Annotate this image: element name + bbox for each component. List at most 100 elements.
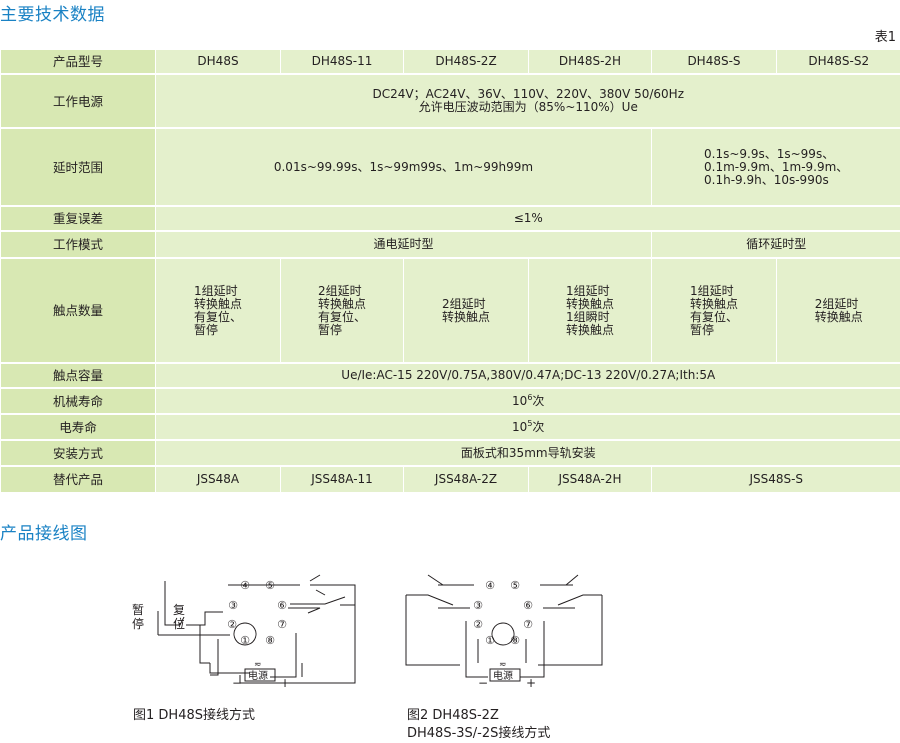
contacts-line: 2组延时: [318, 285, 366, 298]
row-label: 安装方式: [1, 440, 156, 466]
pin-label: ③: [473, 599, 483, 612]
contacts-cell: 1组延时 转换触点 有复位、 暂停: [652, 258, 777, 363]
row-contacts: 触点数量 1组延时 转换触点 有复位、 暂停 2组延时 转换触点 有复位、 暂停…: [1, 258, 900, 363]
pin-label: ⑤: [265, 579, 275, 592]
contacts-cell: 2组延时 转换触点 有复位、 暂停: [281, 258, 404, 363]
contacts-line: 转换触点: [815, 311, 863, 324]
contacts-line: 暂停: [194, 324, 242, 337]
ac-dc-symbol: ≂: [499, 660, 507, 670]
delay-line: 0.1h-9.9h、10s-990s: [704, 174, 900, 187]
contacts-line: 2组延时: [815, 298, 863, 311]
replace-cell: JSS48A-11: [281, 466, 404, 492]
caption-line: DH48S-3S/-2S接线方式: [407, 725, 550, 743]
life-unit: 次: [532, 420, 544, 434]
delay-line: 0.1m-9.9m、1m-9.9m、: [704, 161, 900, 174]
mode-cell: 循环延时型: [652, 231, 900, 258]
row-mode: 工作模式 通电延时型 循环延时型: [1, 231, 900, 258]
contacts-line: 有复位、: [318, 311, 366, 324]
contacts-line: 1组延时: [194, 285, 242, 298]
pin-label: ⑥: [523, 599, 533, 612]
row-delay: 延时范围 0.01s~99.99s、1s~99m99s、1m~99h99m 0.…: [1, 128, 900, 206]
elec-life-cell: 105次: [156, 414, 900, 440]
row-label: 电寿命: [1, 414, 156, 440]
contacts-line: 转换触点: [566, 298, 614, 311]
pin-label: ④: [240, 579, 250, 592]
pause-char: 暂: [132, 603, 144, 617]
row-label: 工作电源: [1, 74, 156, 128]
pin-label: ①: [240, 634, 250, 647]
row-elec-life: 电寿命 105次: [1, 414, 900, 440]
plus-label: +: [526, 676, 536, 690]
specs-heading: 主要技术数据: [0, 0, 105, 25]
row-power: 工作电源 DC24V；AC24V、36V、110V、220V、380V 50/6…: [1, 74, 900, 128]
contacts-line: 1组瞬时: [566, 311, 614, 324]
contacts-line: 1组延时: [690, 285, 738, 298]
replace-cell: JSS48S-S: [652, 466, 900, 492]
life-base: 10: [512, 394, 527, 408]
row-repeat-error: 重复误差 ≤1%: [1, 206, 900, 231]
pin-label: ⑦: [277, 618, 287, 631]
spec-table: 产品型号 DH48S DH48S-11 DH48S-2Z DH48S-2H DH…: [0, 48, 900, 492]
plus-label: +: [280, 676, 290, 690]
model-cell: DH48S-11: [281, 49, 404, 74]
ac-dc-symbol: ≂: [254, 660, 262, 670]
wiring-heading: 产品接线图: [0, 519, 88, 544]
life-unit: 次: [532, 394, 544, 408]
wiring-diagram-2: ④ ⑤ ③ ⑥ ② ⑦ ① ⑧ 电源 − + ≂: [398, 565, 618, 695]
supply-label: 电源: [248, 669, 268, 682]
diagram-1-caption: 图1 DH48S接线方式: [133, 707, 255, 725]
reset-char: 位: [173, 616, 185, 631]
row-label: 替代产品: [1, 466, 156, 492]
contacts-line: 转换触点: [690, 298, 738, 311]
contacts-line: 1组延时: [566, 285, 614, 298]
pin-label: ⑥: [277, 599, 287, 612]
contacts-line: 转换触点: [194, 298, 242, 311]
install-cell: 面板式和35mm导轨安装: [156, 440, 900, 466]
contacts-line: 转换触点: [442, 311, 490, 324]
diagram-2-caption: 图2 DH48S-2Z DH48S-3S/-2S接线方式: [407, 707, 550, 743]
row-label: 触点数量: [1, 258, 156, 363]
pin-label: ③: [228, 599, 238, 612]
contacts-line: 转换触点: [318, 298, 366, 311]
mech-life-cell: 106次: [156, 388, 900, 414]
pin-label: ⑦: [523, 618, 533, 631]
contacts-line: 有复位、: [690, 311, 738, 324]
pin-label: ④: [485, 579, 495, 592]
wiring-diagram-1: ④ ⑤ ③ ⑥ ② ⑦ ① ⑧ 暂 停 复 位 电源 − + ≂: [120, 565, 370, 695]
pin-label: ⑧: [265, 634, 275, 647]
row-label: 产品型号: [1, 49, 156, 74]
power-line: 允许电压波动范围为（85%~110%）Ue: [156, 101, 900, 114]
pin-label: ②: [227, 618, 237, 631]
replace-cell: JSS48A-2Z: [404, 466, 529, 492]
replace-cell: JSS48A-2H: [529, 466, 652, 492]
contacts-cell: 2组延时 转换触点: [404, 258, 529, 363]
replace-cell: JSS48A: [156, 466, 281, 492]
pin-label: ②: [473, 618, 483, 631]
model-cell: DH48S-2Z: [404, 49, 529, 74]
model-cell: DH48S-2H: [529, 49, 652, 74]
contacts-cell: 1组延时 转换触点 有复位、 暂停: [156, 258, 281, 363]
row-label: 机械寿命: [1, 388, 156, 414]
contacts-line: 暂停: [690, 324, 738, 337]
contacts-line: 2组延时: [442, 298, 490, 311]
contacts-line: 暂停: [318, 324, 366, 337]
delay-cell: 0.01s~99.99s、1s~99m99s、1m~99h99m: [156, 128, 652, 206]
capacity-cell: Ue/Ie:AC-15 220V/0.75A,380V/0.47A;DC-13 …: [156, 363, 900, 388]
row-label: 触点容量: [1, 363, 156, 388]
pause-char: 停: [132, 616, 144, 631]
supply-label: 电源: [493, 669, 513, 682]
row-label: 重复误差: [1, 206, 156, 231]
caption-line: 图2 DH48S-2Z: [407, 707, 550, 725]
pin-label: ⑧: [510, 634, 520, 647]
contacts-line: 有复位、: [194, 311, 242, 324]
contacts-line: 转换触点: [566, 324, 614, 337]
row-mech-life: 机械寿命 106次: [1, 388, 900, 414]
delay-alt-cell: 0.1s~9.9s、1s~99s、 0.1m-9.9m、1m-9.9m、 0.1…: [652, 128, 900, 206]
row-capacity: 触点容量 Ue/Ie:AC-15 220V/0.75A,380V/0.47A;D…: [1, 363, 900, 388]
model-cell: DH48S-S: [652, 49, 777, 74]
life-base: 10: [512, 420, 527, 434]
minus-label: −: [232, 676, 242, 690]
row-label: 延时范围: [1, 128, 156, 206]
pin-label: ①: [485, 634, 495, 647]
row-install: 安装方式 面板式和35mm导轨安装: [1, 440, 900, 466]
